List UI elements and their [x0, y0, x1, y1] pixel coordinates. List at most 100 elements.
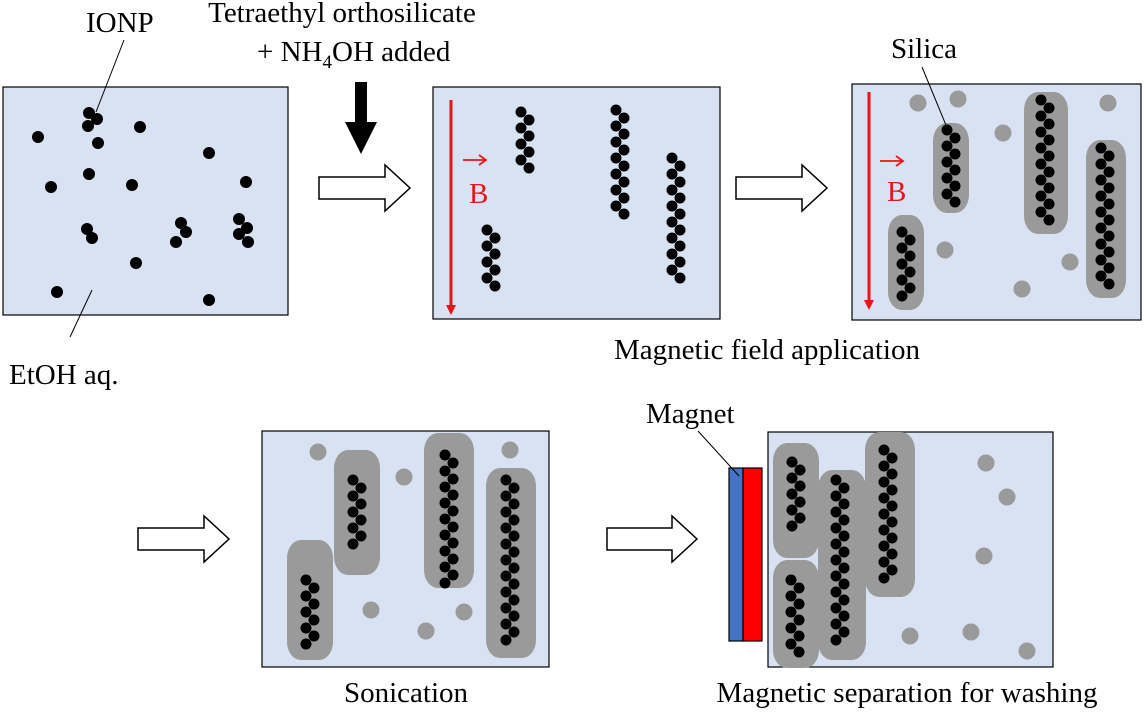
- iron-oxide-nanoparticle: [904, 266, 916, 278]
- iron-oxide-nanoparticle: [489, 264, 501, 276]
- iron-oxide-nanoparticle: [886, 532, 898, 544]
- iron-oxide-nanoparticle: [896, 258, 908, 270]
- iron-oxide-nanoparticle: [878, 540, 890, 552]
- step-sonication-label: Sonication: [344, 677, 469, 709]
- iron-oxide-nanoparticle: [785, 606, 797, 618]
- free-silica-particle: [962, 623, 980, 641]
- iron-oxide-nanoparticle: [674, 240, 686, 252]
- iron-oxide-nanoparticle: [1035, 206, 1047, 218]
- iron-oxide-nanoparticle: [508, 626, 520, 638]
- iron-oxide-nanoparticle: [949, 148, 961, 160]
- iron-oxide-nanoparticle: [618, 144, 630, 156]
- iron-oxide-nanoparticle: [794, 480, 806, 492]
- iron-oxide-nanoparticle: [830, 522, 842, 534]
- magnet-leader: [697, 430, 740, 477]
- iron-oxide-nanoparticle: [300, 590, 312, 602]
- iron-oxide-nanoparticle: [674, 160, 686, 172]
- iron-oxide-nanoparticle: [786, 504, 798, 516]
- iron-oxide-nanoparticle: [1035, 94, 1047, 106]
- iron-oxide-nanoparticle: [1103, 150, 1115, 162]
- free-silica-particle: [395, 468, 413, 486]
- iron-oxide-nanoparticle: [666, 200, 678, 212]
- free-silica-particle: [975, 547, 993, 565]
- iron-oxide-nanoparticle: [82, 120, 94, 132]
- iron-oxide-nanoparticle: [786, 488, 798, 500]
- iron-oxide-nanoparticle: [508, 594, 520, 606]
- iron-oxide-nanoparticle: [830, 618, 842, 630]
- iron-oxide-nanoparticle: [130, 257, 142, 269]
- iron-oxide-nanoparticle: [794, 512, 806, 524]
- iron-oxide-nanoparticle: [886, 564, 898, 576]
- process-arrow-1: [318, 163, 412, 213]
- b-field-label-2: B: [887, 176, 906, 208]
- free-silica-particle: [501, 441, 519, 459]
- reagent-label-line2: + NH4OH added: [257, 36, 451, 73]
- iron-oxide-nanoparticle: [949, 180, 961, 192]
- iron-oxide-nanoparticle: [45, 181, 57, 193]
- free-silica-particle: [1099, 94, 1117, 112]
- iron-oxide-nanoparticle: [500, 618, 512, 630]
- iron-oxide-nanoparticle: [1043, 118, 1055, 130]
- iron-oxide-nanoparticle: [1043, 198, 1055, 210]
- b-vector-arrow-2: [880, 155, 905, 167]
- free-silica-particle: [455, 603, 473, 621]
- iron-oxide-nanoparticle: [240, 176, 252, 188]
- iron-oxide-nanoparticle: [308, 614, 320, 626]
- iron-oxide-nanoparticle: [838, 594, 850, 606]
- iron-oxide-nanoparticle: [941, 156, 953, 168]
- iron-oxide-nanoparticle: [793, 598, 805, 610]
- iron-oxide-nanoparticle: [878, 492, 890, 504]
- reagent-addition-arrow: [345, 82, 377, 154]
- free-silica-particle: [901, 627, 919, 645]
- iron-oxide-nanoparticle: [674, 272, 686, 284]
- iron-oxide-nanoparticle: [1035, 126, 1047, 138]
- iron-oxide-nanoparticle: [347, 490, 359, 502]
- iron-oxide-nanoparticle: [830, 570, 842, 582]
- iron-oxide-nanoparticle: [300, 638, 312, 650]
- iron-oxide-nanoparticle: [830, 490, 842, 502]
- iron-oxide-nanoparticle: [610, 104, 622, 116]
- iron-oxide-nanoparticle: [941, 124, 953, 136]
- iron-oxide-nanoparticle: [830, 554, 842, 566]
- iron-oxide-nanoparticle: [126, 179, 138, 191]
- iron-oxide-nanoparticle: [500, 490, 512, 502]
- iron-oxide-nanoparticle: [308, 630, 320, 642]
- free-silica-particle: [949, 90, 967, 108]
- iron-oxide-nanoparticle: [830, 586, 842, 598]
- iron-oxide-nanoparticle: [447, 569, 459, 581]
- iron-oxide-nanoparticle: [523, 114, 535, 126]
- iron-oxide-nanoparticle: [618, 128, 630, 140]
- iron-oxide-nanoparticle: [793, 646, 805, 658]
- iron-oxide-nanoparticle: [610, 200, 622, 212]
- iron-oxide-nanoparticle: [508, 610, 520, 622]
- iron-oxide-nanoparticle: [785, 590, 797, 602]
- iron-oxide-nanoparticle: [830, 506, 842, 518]
- iron-oxide-nanoparticle: [300, 622, 312, 634]
- iron-oxide-nanoparticle: [1095, 206, 1107, 218]
- etoh-leader: [69, 289, 93, 338]
- iron-oxide-nanoparticle: [1103, 198, 1115, 210]
- iron-oxide-nanoparticle: [618, 208, 630, 220]
- iron-oxide-nanoparticle: [523, 162, 535, 174]
- iron-oxide-nanoparticle: [300, 574, 312, 586]
- iron-oxide-nanoparticle: [786, 520, 798, 532]
- iron-oxide-nanoparticle: [447, 505, 459, 517]
- iron-oxide-nanoparticle: [786, 472, 798, 484]
- iron-oxide-nanoparticle: [500, 554, 512, 566]
- iron-oxide-nanoparticle: [838, 546, 850, 558]
- iron-oxide-nanoparticle: [233, 228, 245, 240]
- iron-oxide-nanoparticle: [439, 577, 451, 589]
- iron-oxide-nanoparticle: [838, 578, 850, 590]
- iron-oxide-nanoparticle: [610, 184, 622, 196]
- iron-oxide-nanoparticle: [439, 513, 451, 525]
- iron-oxide-nanoparticle: [523, 146, 535, 158]
- magnet-south: [742, 467, 763, 642]
- iron-oxide-nanoparticle: [508, 562, 520, 574]
- iron-oxide-nanoparticle: [666, 216, 678, 228]
- iron-oxide-nanoparticle: [794, 496, 806, 508]
- iron-oxide-nanoparticle: [447, 553, 459, 565]
- process-arrow-2: [735, 163, 829, 213]
- iron-oxide-nanoparticle: [1043, 214, 1055, 226]
- step-magnetic-field-label: Magnetic field application: [614, 334, 921, 366]
- iron-oxide-nanoparticle: [785, 638, 797, 650]
